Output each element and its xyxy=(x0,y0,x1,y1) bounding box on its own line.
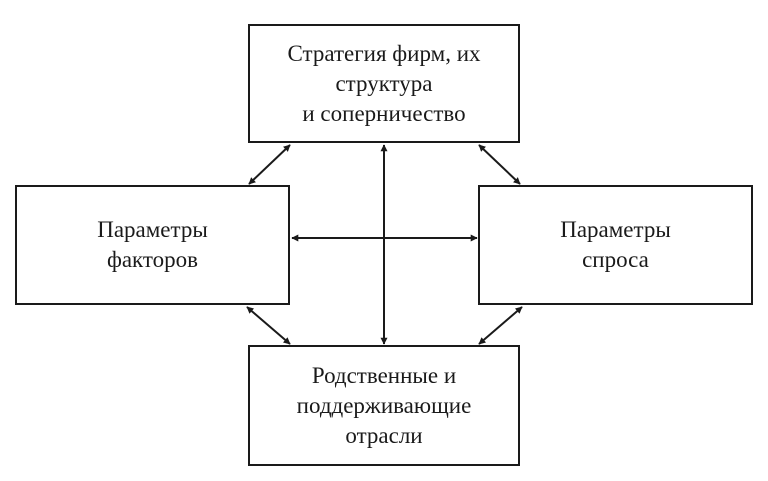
arrow-strategy-demand xyxy=(478,144,521,185)
arrow-strategy-factors xyxy=(248,144,291,185)
arrow-factors-related xyxy=(246,306,291,345)
node-label-line: Родственные и xyxy=(311,362,457,388)
node-related-industries: Родственные и поддерживающие отрасли xyxy=(248,345,520,466)
node-label-line: структура xyxy=(335,70,433,96)
node-firm-strategy: Стратегия фирм, их структура и соперниче… xyxy=(248,24,520,143)
node-label-line: спроса xyxy=(582,247,649,272)
node-label-line: поддерживающие xyxy=(296,392,472,418)
node-label-line: факторов xyxy=(106,247,199,272)
node-demand-conditions: Параметры спроса xyxy=(478,185,753,305)
node-label-line: Стратегия фирм, их xyxy=(287,40,481,66)
node-label-line: Параметры xyxy=(97,217,208,242)
arrow-demand-related xyxy=(478,306,523,345)
node-label-line: Параметры xyxy=(560,217,671,242)
node-label-line: отрасли xyxy=(345,422,423,448)
node-label-line: и соперничество xyxy=(302,100,466,126)
node-factor-conditions: Параметры факторов xyxy=(15,185,290,305)
